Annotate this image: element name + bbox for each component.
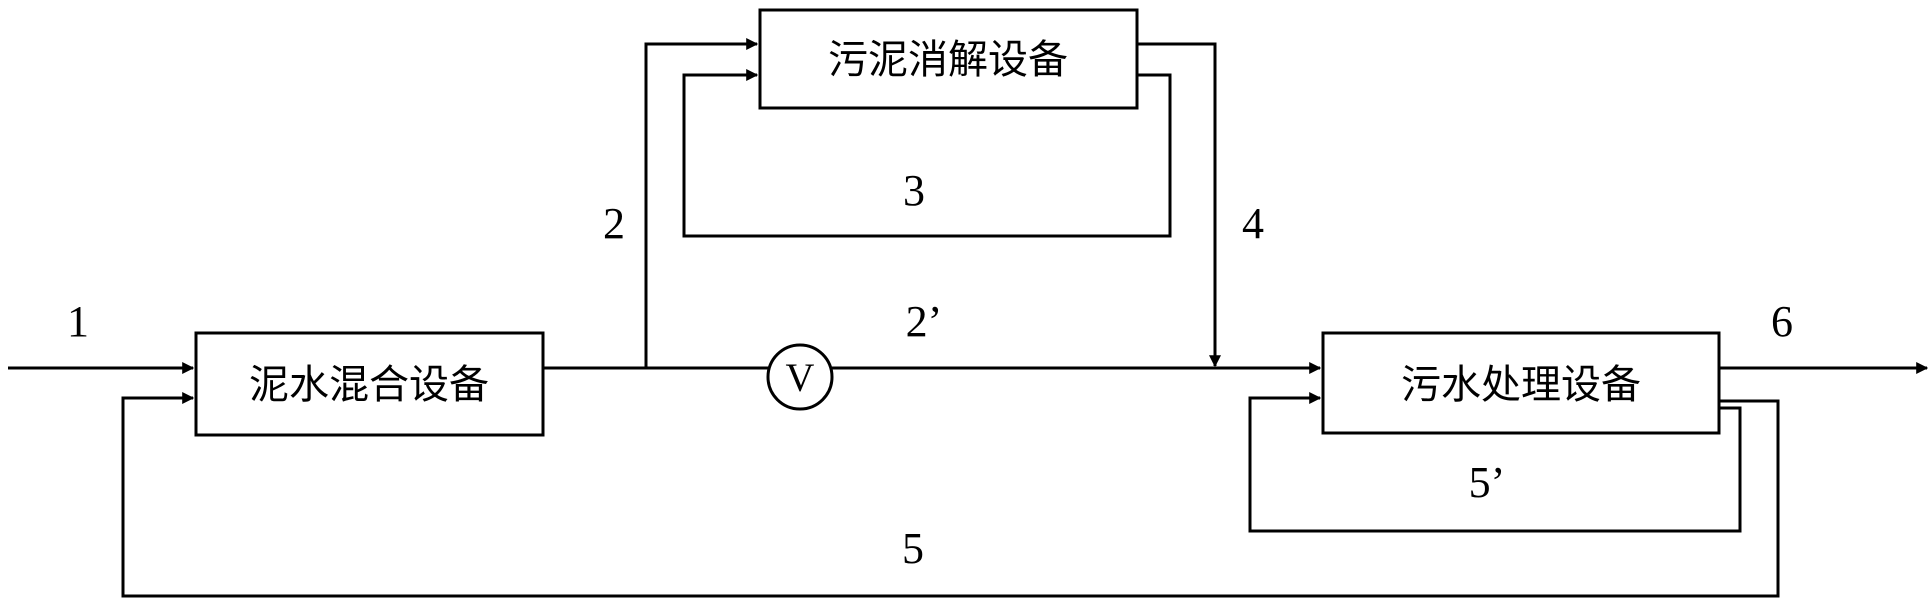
valve: V bbox=[766, 343, 834, 411]
stream-1: 1 bbox=[8, 297, 195, 374]
digestion-equipment-label: 污泥消解设备 bbox=[828, 37, 1068, 83]
stream-1-label: 1 bbox=[67, 297, 89, 346]
valve-label: V bbox=[786, 355, 815, 400]
stream-5-label: 5 bbox=[902, 524, 924, 573]
stream-2-prime: 2’ bbox=[543, 297, 1322, 374]
stream-2: 2 bbox=[603, 38, 759, 368]
stream-2-label: 2 bbox=[603, 199, 625, 248]
stream-6: 6 bbox=[1719, 297, 1929, 374]
valve-circle bbox=[766, 343, 834, 411]
stream-2-prime-label: 2’ bbox=[906, 297, 943, 346]
treatment-equipment-box: 污水处理设备 bbox=[1321, 331, 1721, 435]
mixing-equipment-label: 泥水混合设备 bbox=[249, 362, 489, 408]
stream-3-label: 3 bbox=[903, 166, 925, 215]
stream-4-label: 4 bbox=[1242, 199, 1264, 248]
stream-5: 5 bbox=[121, 392, 1780, 598]
mixing-equipment-box: 泥水混合设备 bbox=[194, 331, 545, 437]
stream-4: 4 bbox=[1137, 42, 1264, 368]
stream-5-prime: 5’ bbox=[1248, 392, 1742, 533]
stream-3: 3 bbox=[682, 69, 1172, 238]
stream-5-prime-label: 5’ bbox=[1469, 458, 1506, 507]
stream-6-label: 6 bbox=[1771, 297, 1793, 346]
digestion-equipment-box: 污泥消解设备 bbox=[758, 8, 1139, 110]
treatment-equipment-label: 污水处理设备 bbox=[1401, 362, 1641, 408]
